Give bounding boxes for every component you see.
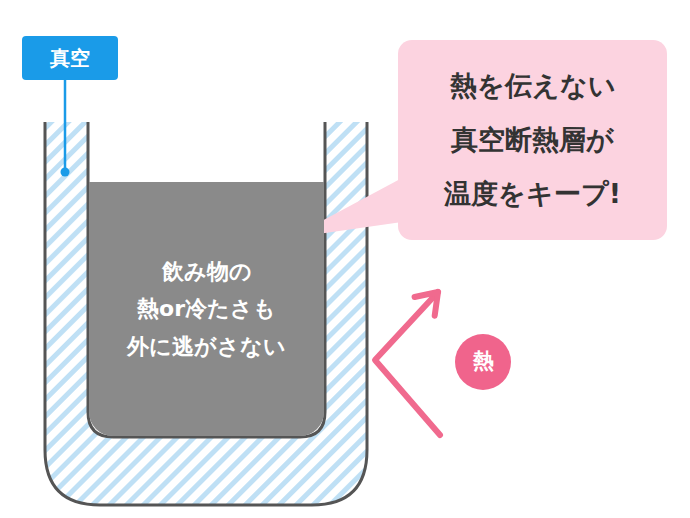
inner-cup bbox=[88, 122, 325, 437]
drink-liquid: 飲み物の 熱or冷たさも 外に逃がさない bbox=[89, 182, 324, 436]
heat-arrow bbox=[375, 292, 440, 435]
node-text: 飲み物の 熱or冷たさも 外に逃がさない bbox=[127, 253, 286, 365]
vacuum-layer bbox=[45, 122, 367, 505]
leader-dot bbox=[61, 168, 70, 177]
vacuum-label-box: 真空 bbox=[22, 36, 118, 80]
node-text: 熱 bbox=[473, 349, 494, 374]
arrow-head bbox=[415, 292, 438, 316]
inner-wall bbox=[88, 122, 325, 437]
heat-circle: 熱 bbox=[455, 334, 511, 390]
node-text: 熱を伝えない 真空断熱層が 温度をキープ! bbox=[444, 59, 621, 221]
leader-line bbox=[64, 76, 67, 170]
speech-bubble: 熱を伝えない 真空断熱層が 温度をキープ! bbox=[398, 40, 667, 240]
outer-wall bbox=[45, 122, 367, 505]
node-text: 真空 bbox=[50, 46, 90, 70]
